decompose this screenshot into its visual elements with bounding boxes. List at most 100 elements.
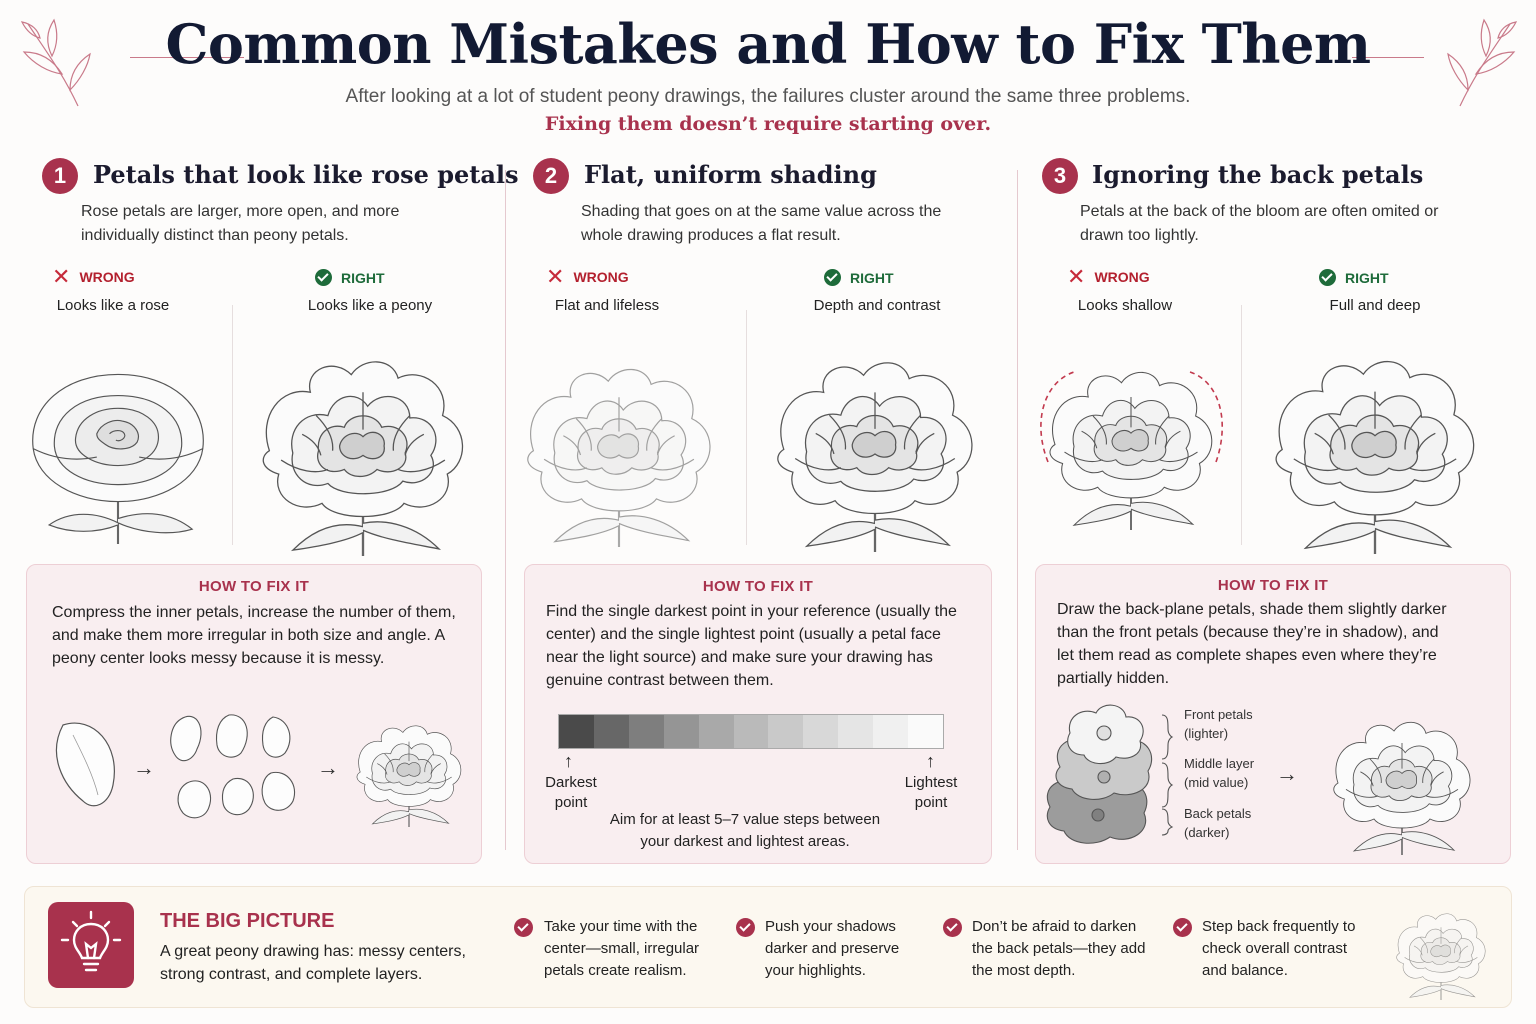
value-step-8 bbox=[803, 715, 839, 748]
layer-middle-name: Middle layer bbox=[1184, 756, 1255, 771]
page-tagline: Fixing them doesn’t require starting ove… bbox=[544, 113, 992, 135]
value-step-7 bbox=[768, 715, 804, 748]
check-circle-icon bbox=[315, 269, 332, 286]
section-1-fix-box: HOW TO FIX IT Compress the inner petals,… bbox=[26, 564, 482, 864]
arrow-up-icon: ↑ bbox=[926, 751, 935, 771]
rose-flower-icon bbox=[12, 322, 224, 554]
peony-flower-icon bbox=[1312, 695, 1492, 855]
check-circle-icon bbox=[1173, 918, 1192, 937]
tip-item: Push your shadows darker and preserve yo… bbox=[765, 918, 900, 979]
section-2-fix-text: Find the single darkest point in your re… bbox=[546, 603, 957, 689]
section-2-heading: Flat, uniform shading bbox=[584, 160, 877, 189]
tip-item: Don’t be afraid to darken the back petal… bbox=[972, 918, 1146, 979]
section-1-description: Rose petals are larger, more open, and m… bbox=[81, 203, 400, 244]
value-step-3 bbox=[628, 715, 664, 748]
value-step-9 bbox=[838, 715, 874, 748]
section-1-right-caption: Looks like a peony bbox=[307, 297, 433, 314]
peony-flower-icon bbox=[240, 322, 486, 556]
section-2-right-caption: Depth and contrast bbox=[813, 297, 941, 314]
arrow-right-icon: → bbox=[317, 755, 339, 780]
peony-flower-icon bbox=[1380, 896, 1502, 1000]
section-2-fix-box: HOW TO FIX IT Find the single darkest po… bbox=[524, 564, 992, 864]
value-step-10 bbox=[873, 715, 909, 748]
layer-front-note: (lighter) bbox=[1184, 726, 1229, 741]
big-picture-panel bbox=[24, 886, 1512, 1008]
peony-flower-icon bbox=[1244, 322, 1506, 554]
value-step-4 bbox=[663, 715, 699, 748]
darkest-point-label: Darkest point bbox=[545, 774, 597, 811]
section-3-description: Petals at the back of the bloom are ofte… bbox=[1080, 203, 1439, 244]
section-2-wrong-caption: Flat and lifeless bbox=[554, 297, 660, 314]
column-divider bbox=[1017, 170, 1018, 850]
comparison-divider bbox=[232, 305, 233, 545]
x-mark-icon: ✕ bbox=[1067, 264, 1086, 289]
section-1-wrong-caption: Looks like a rose bbox=[56, 297, 170, 314]
section-3-right-caption: Full and deep bbox=[1329, 297, 1421, 314]
peony-flower-icon bbox=[752, 324, 998, 552]
missing-back-petals-outline bbox=[1040, 371, 1223, 463]
section-2-right-label: RIGHT bbox=[824, 269, 894, 286]
value-scale-bar bbox=[558, 714, 944, 749]
section-3-heading: Ignoring the back petals bbox=[1092, 160, 1424, 189]
value-step-2 bbox=[593, 715, 629, 748]
leaf-sprig-icon bbox=[1447, 18, 1518, 107]
layer-brackets bbox=[1161, 714, 1174, 836]
comparison-divider bbox=[746, 310, 747, 545]
title-rule-right bbox=[1352, 57, 1424, 58]
section-2-number: 2 bbox=[533, 158, 569, 194]
section-1-number: 1 bbox=[42, 158, 78, 194]
section-1-heading: Petals that look like rose petals bbox=[93, 160, 519, 189]
peony-flower-icon bbox=[512, 330, 726, 550]
layer-back-note: (darker) bbox=[1184, 825, 1230, 840]
section-1-right-label: RIGHT bbox=[315, 269, 385, 286]
x-mark-icon: ✕ bbox=[546, 264, 565, 289]
column-divider bbox=[505, 170, 506, 850]
peony-flower-icon bbox=[345, 705, 473, 827]
arrow-up-icon: ↑ bbox=[564, 751, 573, 771]
single-petal-icon bbox=[55, 722, 115, 807]
section-3-fix-heading: HOW TO FIX IT bbox=[1217, 577, 1329, 594]
peony-flower-icon bbox=[1036, 322, 1226, 548]
big-picture-text: A great peony drawing has: messy centers… bbox=[160, 943, 466, 983]
big-picture-title: THE BIG PICTURE bbox=[160, 910, 335, 932]
lightbulb-icon bbox=[48, 902, 134, 988]
section-3-wrong-caption: Looks shallow bbox=[1077, 297, 1173, 314]
check-circle-icon bbox=[736, 918, 755, 937]
petal-cluster-icon bbox=[170, 714, 295, 819]
check-circle-icon bbox=[514, 918, 533, 937]
check-circle-icon bbox=[824, 269, 841, 286]
layer-back-name: Back petals bbox=[1184, 806, 1252, 821]
check-circle-icon bbox=[1319, 269, 1336, 286]
arrow-right-icon: → bbox=[133, 755, 155, 780]
lightest-point-label: Lightest point bbox=[904, 774, 958, 811]
value-steps-note: Aim for at least 5–7 value steps between… bbox=[609, 811, 881, 850]
section-3-fix-box: HOW TO FIX IT Draw the back-plane petals… bbox=[1035, 564, 1511, 864]
section-1-fix-text: Compress the inner petals, increase the … bbox=[52, 604, 456, 667]
section-2-fix-heading: HOW TO FIX IT bbox=[702, 578, 814, 595]
value-step-5 bbox=[698, 715, 734, 748]
section-3-fix-text: Draw the back-plane petals, shade them s… bbox=[1057, 601, 1447, 687]
page-title: Common Mistakes and How to Fix Them bbox=[165, 12, 1371, 76]
layer-front-name: Front petals bbox=[1184, 707, 1253, 722]
leaf-sprig-icon bbox=[20, 18, 91, 107]
value-step-6 bbox=[733, 715, 769, 748]
tip-item: Take your time with the center—small, ir… bbox=[544, 918, 700, 979]
section-1-fix-heading: HOW TO FIX IT bbox=[198, 578, 310, 595]
check-circle-icon bbox=[943, 918, 962, 937]
section-3-wrong-label: ✕ WRONG bbox=[1067, 264, 1150, 289]
x-mark-icon: ✕ bbox=[52, 264, 71, 289]
section-2-wrong-label: ✕ WRONG bbox=[546, 264, 629, 289]
value-step-11 bbox=[908, 715, 943, 748]
section-1-wrong-label: ✕ WRONG bbox=[52, 264, 135, 289]
arrow-right-icon: → bbox=[1276, 761, 1298, 786]
page-subtitle: After looking at a lot of student peony … bbox=[345, 86, 1191, 107]
layered-petals-icon bbox=[1046, 704, 1153, 844]
section-3-right-label: RIGHT bbox=[1319, 269, 1389, 286]
layer-middle-note: (mid value) bbox=[1184, 775, 1249, 790]
comparison-divider bbox=[1241, 305, 1242, 545]
value-step-1 bbox=[559, 715, 594, 748]
section-3-number: 3 bbox=[1042, 158, 1078, 194]
section-2-description: Shading that goes on at the same value a… bbox=[581, 203, 942, 244]
title-rule-left bbox=[130, 57, 244, 58]
tip-item: Step back frequently to check overall co… bbox=[1202, 918, 1356, 979]
